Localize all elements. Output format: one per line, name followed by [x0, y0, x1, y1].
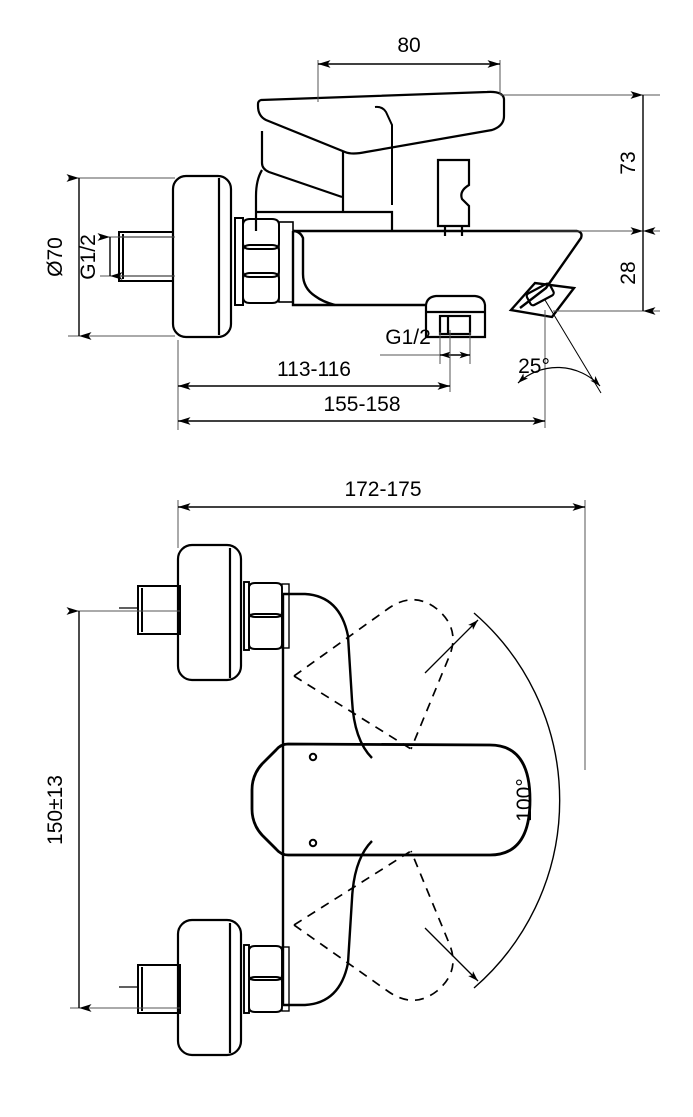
hex-nut-side	[234, 217, 294, 306]
dimension-body-height: 73	[500, 91, 660, 235]
dimension-inlet-thread: G1/2	[77, 233, 175, 280]
mixer-body-front	[281, 592, 373, 1007]
escutcheon-side	[171, 174, 233, 339]
inlet-nipple-lower-front	[119, 964, 181, 1014]
inlet-nipple-upper-front	[119, 585, 181, 635]
dimension-inlet-centres: 150±13	[44, 607, 180, 1012]
lever-handle-side	[256, 90, 506, 205]
inlet-nipple-side	[118, 231, 174, 282]
diverter-knob-side	[436, 158, 471, 236]
dimension-handle-length: 80	[317, 34, 501, 102]
front-plan-view: 100° 172-175 150±13	[44, 478, 586, 1057]
dimension-label-diameter70: Ø70	[44, 237, 67, 277]
side-elevation-view: 80 73 28 Ø70 G1/2	[44, 34, 660, 430]
dimension-escutcheon-diameter: Ø70	[44, 174, 175, 340]
dimension-label-100deg: 100°	[513, 778, 536, 821]
dimension-projection-short: 113-116	[177, 330, 451, 430]
dimension-label-113-116: 113-116	[277, 358, 351, 381]
lever-rotated-positions	[293, 598, 454, 1002]
dimension-label-150pm13: 150±13	[44, 775, 67, 845]
lever-handle-front	[250, 742, 532, 857]
lever-neck-side	[254, 131, 345, 212]
hex-nut-lower-front	[243, 944, 290, 1014]
dimension-label-155-158: 155-158	[323, 393, 400, 416]
dimension-spout-height: 28	[553, 227, 660, 315]
dimension-label-172-175: 172-175	[344, 478, 421, 501]
dimension-label-g12-outlet: G1/2	[385, 326, 431, 349]
escutcheon-lower-front	[176, 918, 243, 1057]
dimension-label-28: 28	[617, 261, 640, 284]
dimension-outlet-thread: G1/2	[380, 326, 471, 364]
dimension-lever-swivel-angle: 100°	[424, 612, 561, 989]
lever-pivot-marks	[308, 752, 318, 848]
escutcheon-upper-front	[176, 543, 243, 682]
spout-outlet-side	[508, 281, 577, 319]
dimension-overall-width: 172-175	[177, 478, 586, 770]
dimension-label-g12-inlet: G1/2	[77, 234, 100, 280]
hex-nut-upper-front	[243, 581, 290, 651]
cartridge-housing-side	[254, 210, 394, 231]
dimension-label-25deg: 25°	[518, 355, 550, 378]
dimension-spout-angle: 25°	[517, 299, 602, 394]
dimension-label-80: 80	[397, 34, 420, 57]
shower-outlet-side	[424, 294, 487, 339]
dimension-projection-long: 155-158	[178, 310, 546, 428]
dimension-label-73: 73	[617, 151, 640, 174]
